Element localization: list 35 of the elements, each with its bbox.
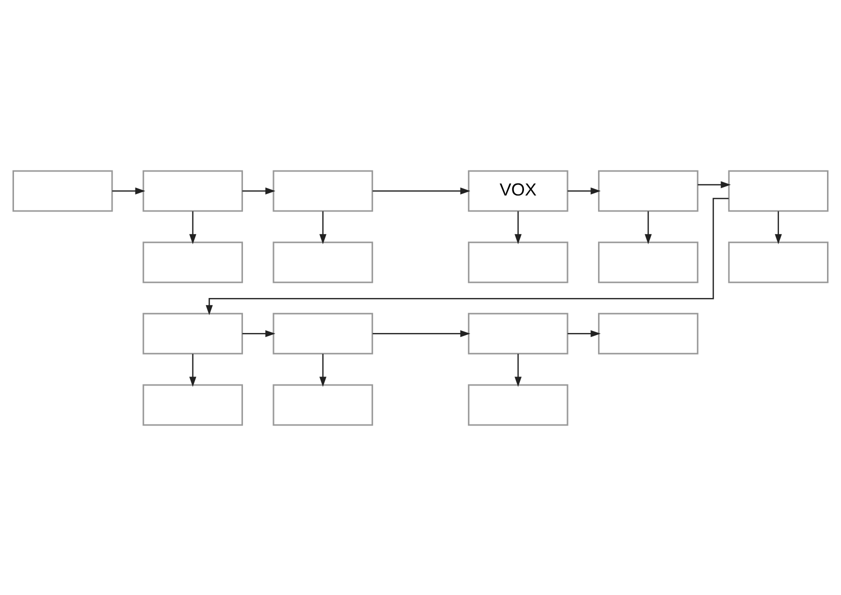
arrow xyxy=(372,330,470,337)
node-box xyxy=(142,312,243,354)
node-box xyxy=(728,241,828,283)
arrow xyxy=(644,210,652,244)
node-box xyxy=(598,170,698,212)
arrow xyxy=(242,330,276,337)
arrow xyxy=(698,180,731,188)
arrow xyxy=(372,187,470,194)
node-box xyxy=(272,312,374,354)
arrow xyxy=(189,353,196,386)
node-box xyxy=(598,312,698,354)
node-box xyxy=(468,384,568,426)
node-box xyxy=(272,241,374,283)
node-box xyxy=(272,170,374,212)
node-box xyxy=(142,384,243,426)
node-box xyxy=(272,384,374,426)
node-box xyxy=(12,170,113,212)
node-box xyxy=(728,170,828,212)
arrow xyxy=(189,210,196,244)
node-box xyxy=(598,241,698,283)
arrow xyxy=(514,210,522,244)
node-box xyxy=(142,170,243,212)
arrow xyxy=(319,353,326,386)
arrow xyxy=(242,187,276,194)
node-box: VOX xyxy=(468,170,568,212)
node-box xyxy=(142,241,243,283)
arrow xyxy=(514,353,522,386)
arrow xyxy=(568,330,601,337)
arrow xyxy=(112,187,146,194)
arrow xyxy=(319,210,326,244)
arrow xyxy=(774,210,782,244)
arrow xyxy=(568,187,601,194)
node-box xyxy=(468,312,568,354)
node-box xyxy=(468,241,568,283)
arrow xyxy=(206,197,729,315)
